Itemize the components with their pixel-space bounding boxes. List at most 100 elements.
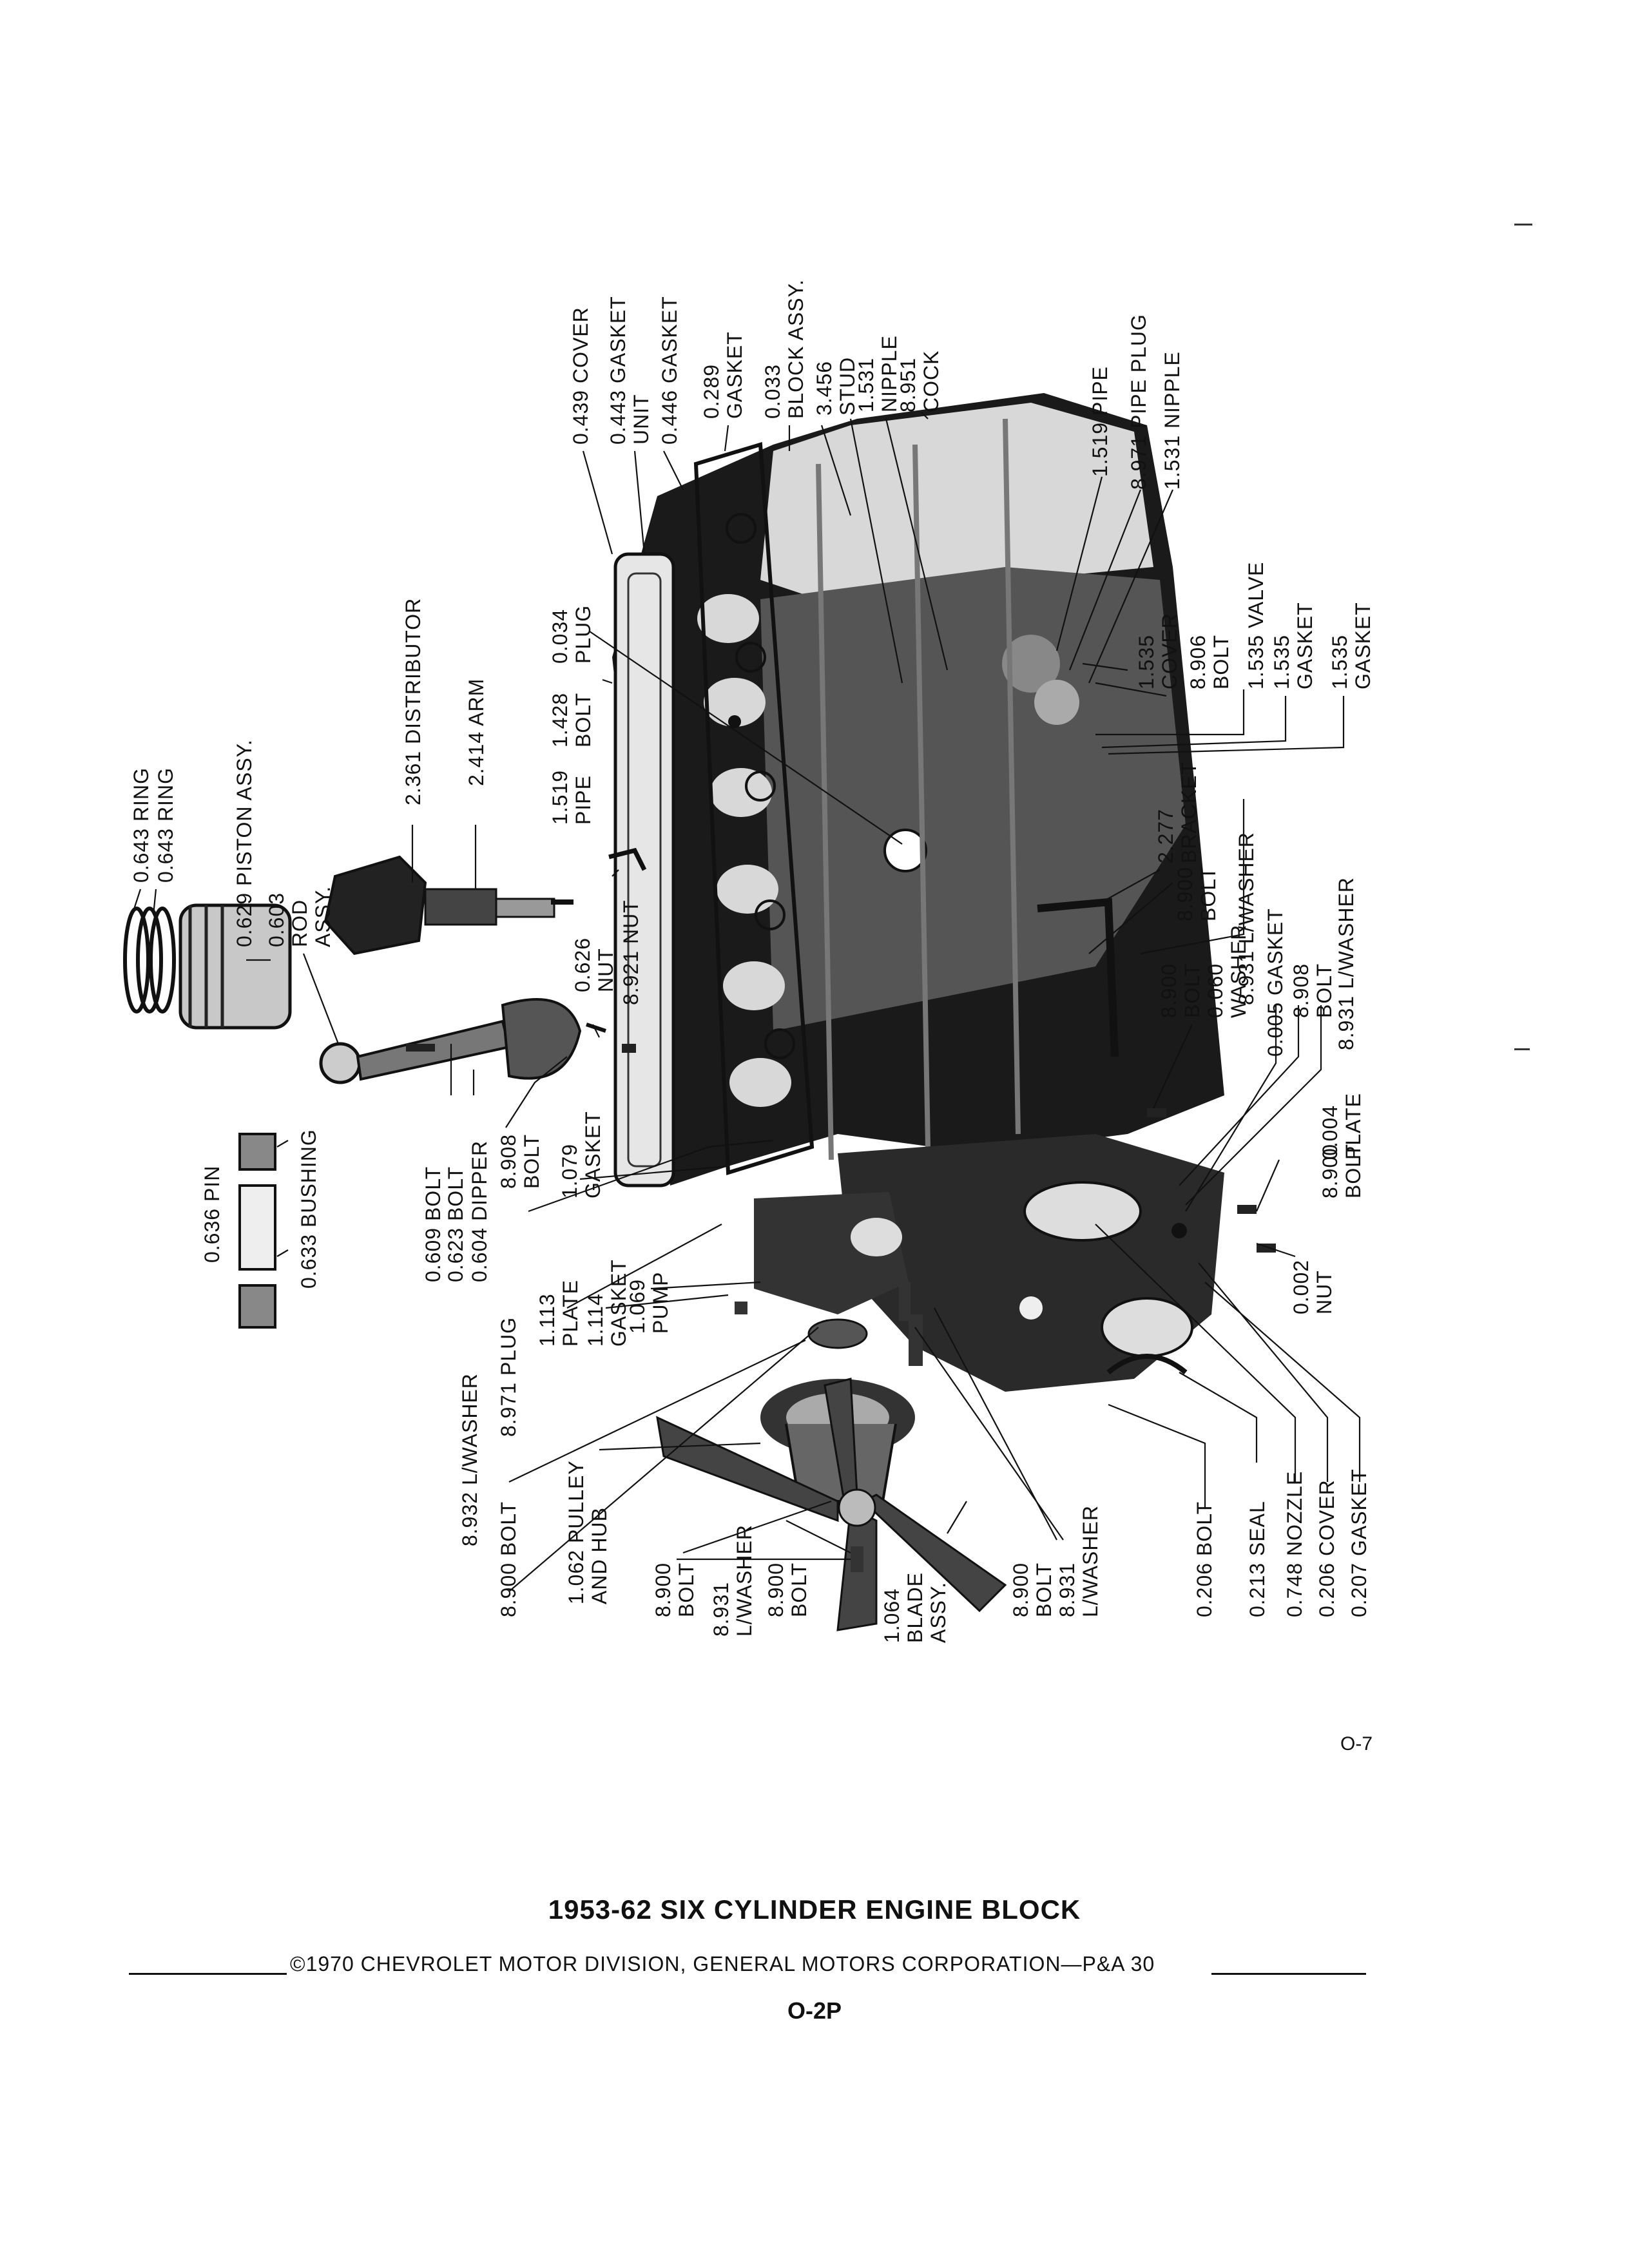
label-pin: 0.636 PIN <box>200 1166 224 1263</box>
label-gasket-1535a: 1.535 GASKET <box>1270 602 1316 689</box>
svg-text:ROD: ROD <box>288 899 311 947</box>
label-bolt-0609: 0.609 BOLT <box>421 1166 445 1282</box>
label-bolt-0623: 0.623 BOLT <box>444 1166 467 1282</box>
svg-text:GASKET: GASKET <box>581 1111 604 1198</box>
svg-text:1.079: 1.079 <box>558 1144 581 1198</box>
svg-text:8.908: 8.908 <box>1289 963 1313 1018</box>
label-dipper: 0.604 DIPPER <box>468 1140 491 1282</box>
label-block: 0.033 BLOCK ASSY. <box>761 279 807 419</box>
label-pump: 1.069 PUMP <box>626 1272 672 1334</box>
callout-labels: 0.643 RING 0.643 RING 0.629 PISTON ASSY.… <box>130 279 1374 1643</box>
svg-text:WASHER: WASHER <box>1227 925 1250 1018</box>
svg-text:AND HUB: AND HUB <box>588 1507 611 1604</box>
piston-assembly <box>123 903 292 1329</box>
svg-text:1.535: 1.535 <box>1135 635 1158 689</box>
svg-text:1.519: 1.519 <box>548 770 572 825</box>
label-nut-0626: 0.626 NUT <box>571 937 617 992</box>
svg-text:1.069: 1.069 <box>626 1279 649 1334</box>
svg-text:0.034: 0.034 <box>548 609 572 664</box>
label-nipple-1531a: 1.531 NIPPLE <box>854 335 901 412</box>
rule-left <box>129 1973 287 1975</box>
rule-right <box>1211 1973 1366 1975</box>
svg-text:0.004: 0.004 <box>1318 1105 1342 1160</box>
svg-text:BOLT: BOLT <box>1181 963 1204 1018</box>
svg-text:BLOCK ASSY.: BLOCK ASSY. <box>784 279 807 419</box>
svg-text:8.900: 8.900 <box>651 1562 675 1617</box>
svg-text:8.906: 8.906 <box>1186 635 1210 689</box>
label-bolt-8900c: 8.900 BOLT <box>651 1562 698 1617</box>
leader-lines <box>131 412 1361 1592</box>
label-nozzle: 0.748 NOZZLE <box>1283 1471 1306 1617</box>
svg-text:1.114: 1.114 <box>584 1293 607 1347</box>
svg-text:BOLT: BOLT <box>1342 1144 1365 1198</box>
bracket <box>1037 898 1119 1057</box>
svg-text:ASSY.: ASSY. <box>311 886 334 947</box>
timing-cover <box>838 1134 1224 1392</box>
svg-text:1.428: 1.428 <box>548 693 572 747</box>
svg-text:GASKET: GASKET <box>1293 602 1316 689</box>
label-lwasher-8932: 8.932 L/WASHER <box>458 1373 481 1546</box>
oil-pipe <box>608 847 647 871</box>
label-pipe-1519b: 1.519 PIPE <box>1088 366 1112 477</box>
label-cover-1535: 1.535 COVER <box>1135 613 1181 689</box>
label-seal: 0.213 SEAL <box>1246 1501 1269 1617</box>
svg-text:UNIT: UNIT <box>630 394 653 445</box>
label-ring-a: 0.643 RING <box>130 767 153 883</box>
svg-text:BOLT: BOLT <box>1197 867 1220 921</box>
label-gasket-0289: 0.289 GASKET <box>700 331 746 419</box>
svg-text:BOLT: BOLT <box>572 693 595 747</box>
margin-mark <box>1514 224 1532 226</box>
svg-text:0.002: 0.002 <box>1289 1260 1313 1314</box>
svg-text:GASKET: GASKET <box>1351 602 1374 689</box>
label-pipe-plug: 8.971 PIPE PLUG <box>1127 314 1150 490</box>
label-gasket-1535b: 1.535 GASKET <box>1328 602 1374 689</box>
svg-text:0.443 GASKET: 0.443 GASKET <box>606 296 630 445</box>
label-bracket: 2.277 BRACKET <box>1154 762 1200 863</box>
label-piston: 0.629 PISTON ASSY. <box>233 739 256 947</box>
svg-text:8.908: 8.908 <box>497 1134 520 1189</box>
label-lwasher-8931b: 8.931 L/WASHER <box>1335 877 1358 1050</box>
svg-text:8.931: 8.931 <box>709 1582 733 1637</box>
svg-text:1.062 PULLEY: 1.062 PULLEY <box>564 1460 588 1604</box>
svg-text:BOLT: BOLT <box>1313 963 1336 1018</box>
label-lwasher-8931a: 8.931 L/WASHER <box>1235 832 1258 1005</box>
head-gasket <box>693 442 815 1176</box>
svg-text:BOLT: BOLT <box>520 1134 543 1189</box>
svg-text:PLUG: PLUG <box>572 605 595 664</box>
label-distributor: 2.361 DISTRIBUTOR <box>401 598 425 805</box>
svg-text:1.531: 1.531 <box>854 358 878 412</box>
svg-text:8.900: 8.900 <box>1173 867 1197 921</box>
svg-text:1.064: 1.064 <box>880 1588 903 1643</box>
svg-text:GASKET: GASKET <box>723 331 746 419</box>
label-bolt-8908a: 8.908 BOLT <box>497 1134 543 1189</box>
label-bolt-lwasher: 8.900 BOLT 8.931 L/WASHER <box>1009 1505 1102 1617</box>
svg-text:ASSY.: ASSY. <box>927 1582 950 1643</box>
label-cover-0206: 0.206 COVER <box>1315 1479 1338 1617</box>
label-bolt-8908b: 8.908 BOLT <box>1289 963 1336 1018</box>
copyright-row: ©1970 CHEVROLET MOTOR DIVISION, GENERAL … <box>129 1952 1366 1984</box>
svg-text:1.535: 1.535 <box>1270 635 1293 689</box>
svg-text:8.900: 8.900 <box>1318 1144 1342 1198</box>
label-plug-8971: 8.971 PLUG <box>497 1317 520 1437</box>
svg-text:NUT: NUT <box>1313 1270 1336 1314</box>
label-gasket-0005: 0.005 GASKET <box>1264 908 1287 1057</box>
label-nut-0002: 0.002 NUT <box>1289 1260 1336 1314</box>
svg-text:8.900: 8.900 <box>1009 1562 1032 1617</box>
svg-text:PUMP: PUMP <box>649 1272 672 1334</box>
svg-text:BOLT: BOLT <box>787 1562 811 1617</box>
page-title: 1953-62 SIX CYLINDER ENGINE BLOCK <box>548 1894 1081 1925</box>
label-pulley: 1.062 PULLEY AND HUB <box>564 1460 611 1604</box>
fasteners <box>622 715 1276 1572</box>
label-bolt-8906: 8.906 BOLT <box>1186 635 1233 689</box>
svg-text:8.900: 8.900 <box>1157 963 1181 1018</box>
engine-block <box>612 393 1224 1186</box>
label-valve-1535: 1.535 VALVE <box>1244 562 1268 689</box>
margin-mark <box>1514 1048 1530 1050</box>
label-nut-8921: 8.921 NUT <box>619 899 642 1005</box>
svg-text:8.931: 8.931 <box>1055 1562 1079 1617</box>
svg-text:PIPE: PIPE <box>572 775 595 825</box>
label-plug-0034: 0.034 PLUG <box>548 605 595 664</box>
svg-text:GASKET: GASKET <box>607 1259 630 1347</box>
label-nipple-1531b: 1.531 NIPPLE <box>1161 351 1184 490</box>
